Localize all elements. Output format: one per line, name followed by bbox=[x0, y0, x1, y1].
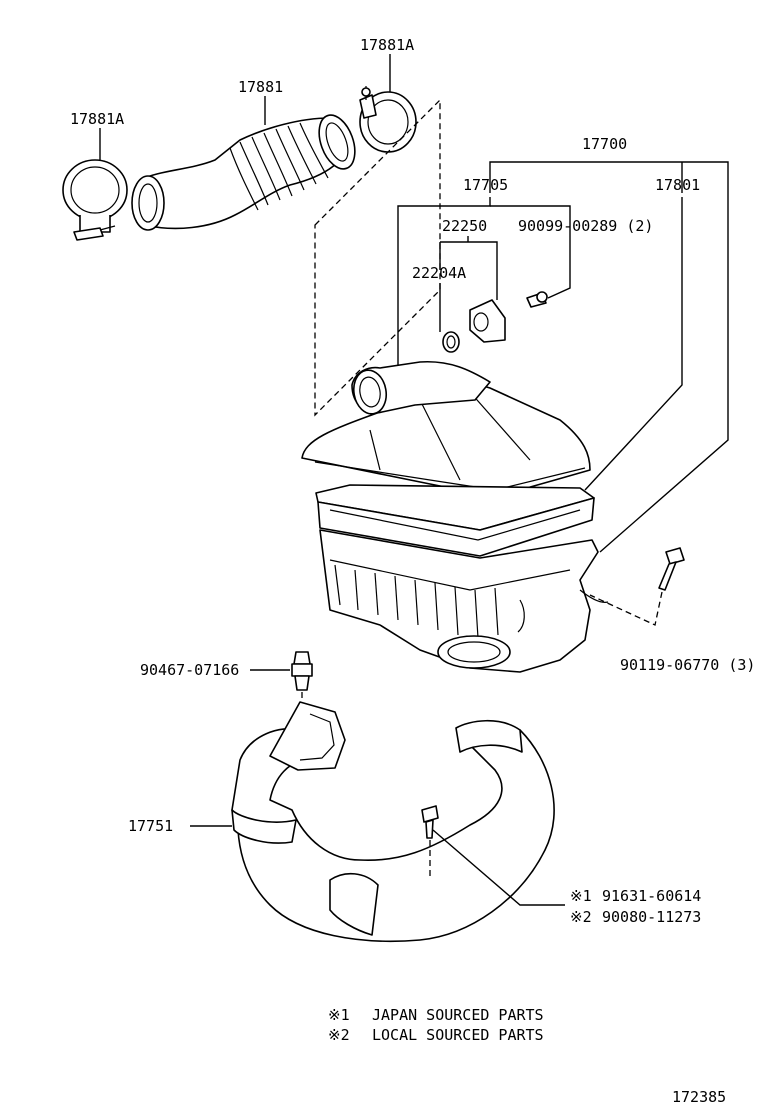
label-air-cleaner-assy: 17700 bbox=[582, 135, 627, 153]
note-text-2: LOCAL SOURCED PARTS bbox=[372, 1026, 544, 1044]
label-bolt-bottom-2: 90080-11273 bbox=[602, 908, 701, 926]
hose-clamp-right[interactable] bbox=[359, 86, 417, 153]
bolt-right[interactable] bbox=[658, 547, 685, 591]
label-element: 17801 bbox=[655, 176, 700, 194]
label-intake-hose: 17751 bbox=[128, 817, 173, 835]
clip-part[interactable] bbox=[291, 651, 313, 691]
air-flow-meter[interactable] bbox=[469, 299, 506, 343]
diagram-id: 172385 bbox=[672, 1088, 726, 1106]
screw-small[interactable] bbox=[526, 291, 548, 308]
label-clamp-left: 17881A bbox=[70, 110, 124, 128]
hose-clamp-left[interactable] bbox=[62, 159, 128, 241]
label-cap-sub-assy: 17705 bbox=[463, 176, 508, 194]
air-filter-element[interactable] bbox=[315, 484, 595, 557]
air-cleaner-cap[interactable] bbox=[301, 360, 591, 498]
note-mark-1: ※1 bbox=[328, 1006, 350, 1024]
label-meter: 22250 bbox=[442, 217, 487, 235]
intake-hose[interactable] bbox=[231, 701, 555, 943]
note-mark-2: ※2 bbox=[328, 1026, 350, 1044]
notes: ※1 JAPAN SOURCED PARTS ※2 LOCAL SOURCED … bbox=[328, 1006, 544, 1044]
bolt-bottom-mark-2: ※2 bbox=[570, 908, 592, 926]
o-ring[interactable] bbox=[442, 331, 460, 353]
label-bolt-right: 90119-06770 (3) bbox=[620, 656, 755, 674]
bolt-bottom[interactable] bbox=[421, 805, 439, 839]
label-hose-upper: 17881 bbox=[238, 78, 283, 96]
label-clip-part: 90467-07166 bbox=[140, 661, 239, 679]
label-screw: 90099-00289 (2) bbox=[518, 217, 653, 235]
air-cleaner-case[interactable] bbox=[319, 529, 609, 673]
note-text-1: JAPAN SOURCED PARTS bbox=[372, 1006, 544, 1024]
label-o-ring: 22204A bbox=[412, 264, 466, 282]
label-bolt-bottom-1: 91631-60614 bbox=[602, 887, 701, 905]
bolt-bottom-mark-1: ※1 bbox=[570, 887, 592, 905]
label-clamp-right: 17881A bbox=[360, 36, 414, 54]
air-hose-upper[interactable] bbox=[131, 110, 362, 231]
